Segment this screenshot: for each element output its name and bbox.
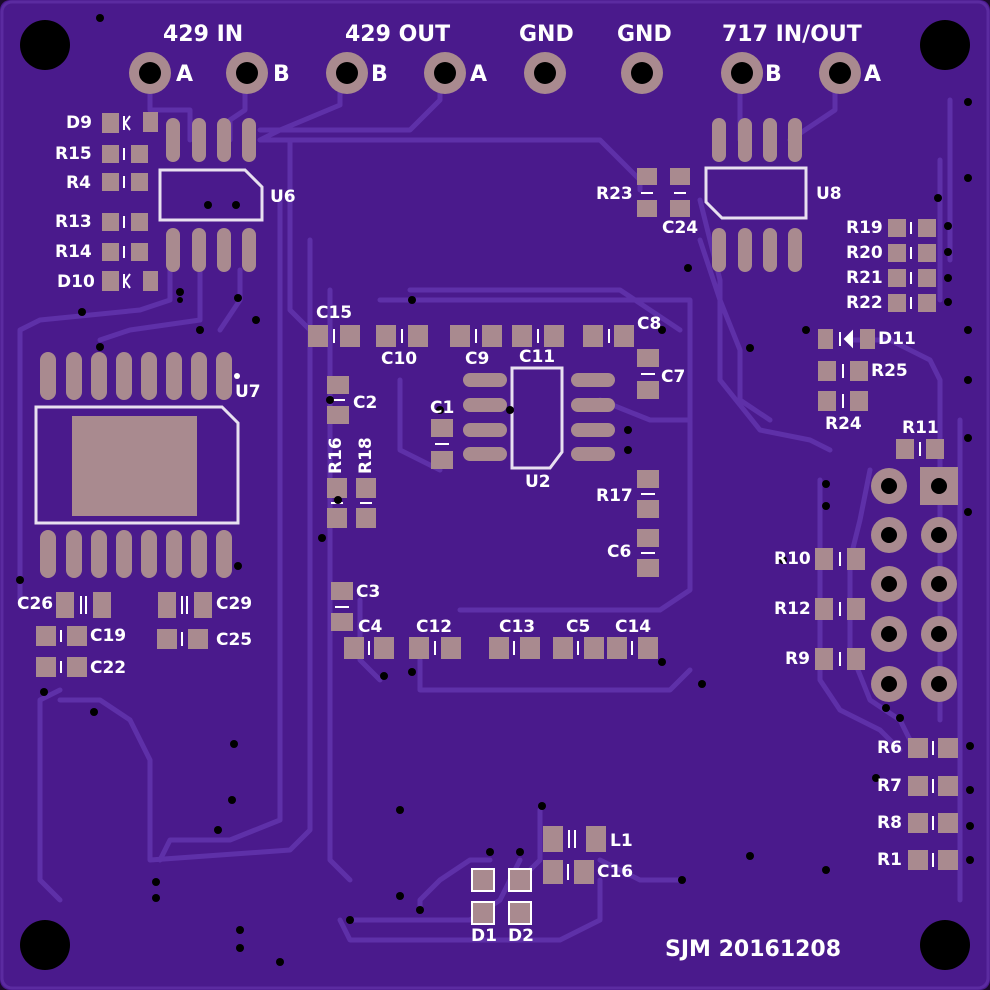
label-d9: D9 <box>66 113 92 133</box>
label-r21: R21 <box>846 268 883 288</box>
label-d1: D1 <box>471 926 497 946</box>
u6-ic <box>158 118 264 272</box>
label-c19: C19 <box>90 626 127 646</box>
label-r20: R20 <box>846 243 883 263</box>
label-c2: C2 <box>353 393 378 413</box>
label-d2: D2 <box>508 926 534 946</box>
pin-letter: A <box>176 62 194 87</box>
pin-letter: B <box>273 62 290 87</box>
label-c29: C29 <box>216 594 253 614</box>
header-label-429-in: 429 IN <box>163 22 244 47</box>
header-pin <box>621 52 663 94</box>
header-pin <box>326 52 368 94</box>
label-c5: C5 <box>566 617 591 637</box>
label-r6: R6 <box>877 738 902 758</box>
label-d10: D10 <box>57 272 95 292</box>
label-c26: C26 <box>17 594 54 614</box>
label-c10: C10 <box>381 349 418 369</box>
mounting-hole-top-right <box>920 20 970 70</box>
header-label-429-out: 429 OUT <box>345 22 451 47</box>
label-r18: R18 <box>356 437 376 474</box>
smd-pads <box>36 112 958 925</box>
label-r23: R23 <box>596 184 633 204</box>
label-r16: R16 <box>326 437 346 474</box>
label-c9: C9 <box>465 349 490 369</box>
label-r14: R14 <box>55 242 92 262</box>
pin-letter: A <box>470 62 488 87</box>
label-c16: C16 <box>597 862 634 882</box>
label-c1: C1 <box>430 398 455 418</box>
header-pin <box>424 52 466 94</box>
label-c13: C13 <box>499 617 536 637</box>
header-pin <box>226 52 268 94</box>
u8-ic <box>704 118 808 272</box>
board-signature: SJM 20161208 <box>665 937 842 962</box>
label-r4: R4 <box>66 173 91 193</box>
label-c6: C6 <box>607 542 632 562</box>
pin-letter: A <box>864 62 882 87</box>
label-r7: R7 <box>877 776 902 796</box>
header-pins <box>129 52 861 94</box>
mounting-hole-bottom-left <box>20 920 70 970</box>
label-c3: C3 <box>356 582 381 602</box>
label-r12: R12 <box>774 599 811 619</box>
label-u8: U8 <box>816 184 842 204</box>
header-label-717-in-out: 717 IN/OUT <box>722 22 862 47</box>
silk-marks <box>60 115 934 880</box>
label-r10: R10 <box>774 549 811 569</box>
label-r22: R22 <box>846 293 883 313</box>
label-d11: D11 <box>878 329 916 349</box>
label-c8: C8 <box>637 314 662 334</box>
u2-ic <box>463 366 615 470</box>
header-pin <box>819 52 861 94</box>
label-r9: R9 <box>785 649 810 669</box>
header-label-gnd-1: GND <box>519 22 574 47</box>
label-c22: C22 <box>90 658 127 678</box>
header-label-gnd-2: GND <box>617 22 672 47</box>
idc-connector <box>871 467 958 702</box>
label-c24: C24 <box>662 218 699 238</box>
label-r11: R11 <box>902 418 939 438</box>
mounting-hole-top-left <box>20 20 70 70</box>
u7-ic <box>34 352 240 578</box>
label-r25: R25 <box>871 361 908 381</box>
label-l1: L1 <box>610 831 633 851</box>
label-r15: R15 <box>55 144 92 164</box>
label-u2: U2 <box>525 472 551 492</box>
label-c25: C25 <box>216 630 253 650</box>
label-c11: C11 <box>519 347 556 367</box>
vias <box>16 14 974 966</box>
label-u6: U6 <box>270 187 296 207</box>
label-r17: R17 <box>596 486 633 506</box>
header-pin <box>721 52 763 94</box>
label-c15: C15 <box>316 303 353 323</box>
label-r24: R24 <box>825 414 862 434</box>
label-c7: C7 <box>661 367 686 387</box>
pin-letter: B <box>371 62 388 87</box>
label-r8: R8 <box>877 813 902 833</box>
label-c4: C4 <box>358 617 383 637</box>
label-u7: U7 <box>235 382 261 402</box>
label-c12: C12 <box>416 617 453 637</box>
header-pin <box>129 52 171 94</box>
header-pin <box>524 52 566 94</box>
label-r1: R1 <box>877 850 902 870</box>
label-r13: R13 <box>55 212 92 232</box>
mounting-hole-bottom-right <box>920 920 970 970</box>
label-r19: R19 <box>846 218 883 238</box>
pin-letter: B <box>765 62 782 87</box>
label-c14: C14 <box>615 617 652 637</box>
